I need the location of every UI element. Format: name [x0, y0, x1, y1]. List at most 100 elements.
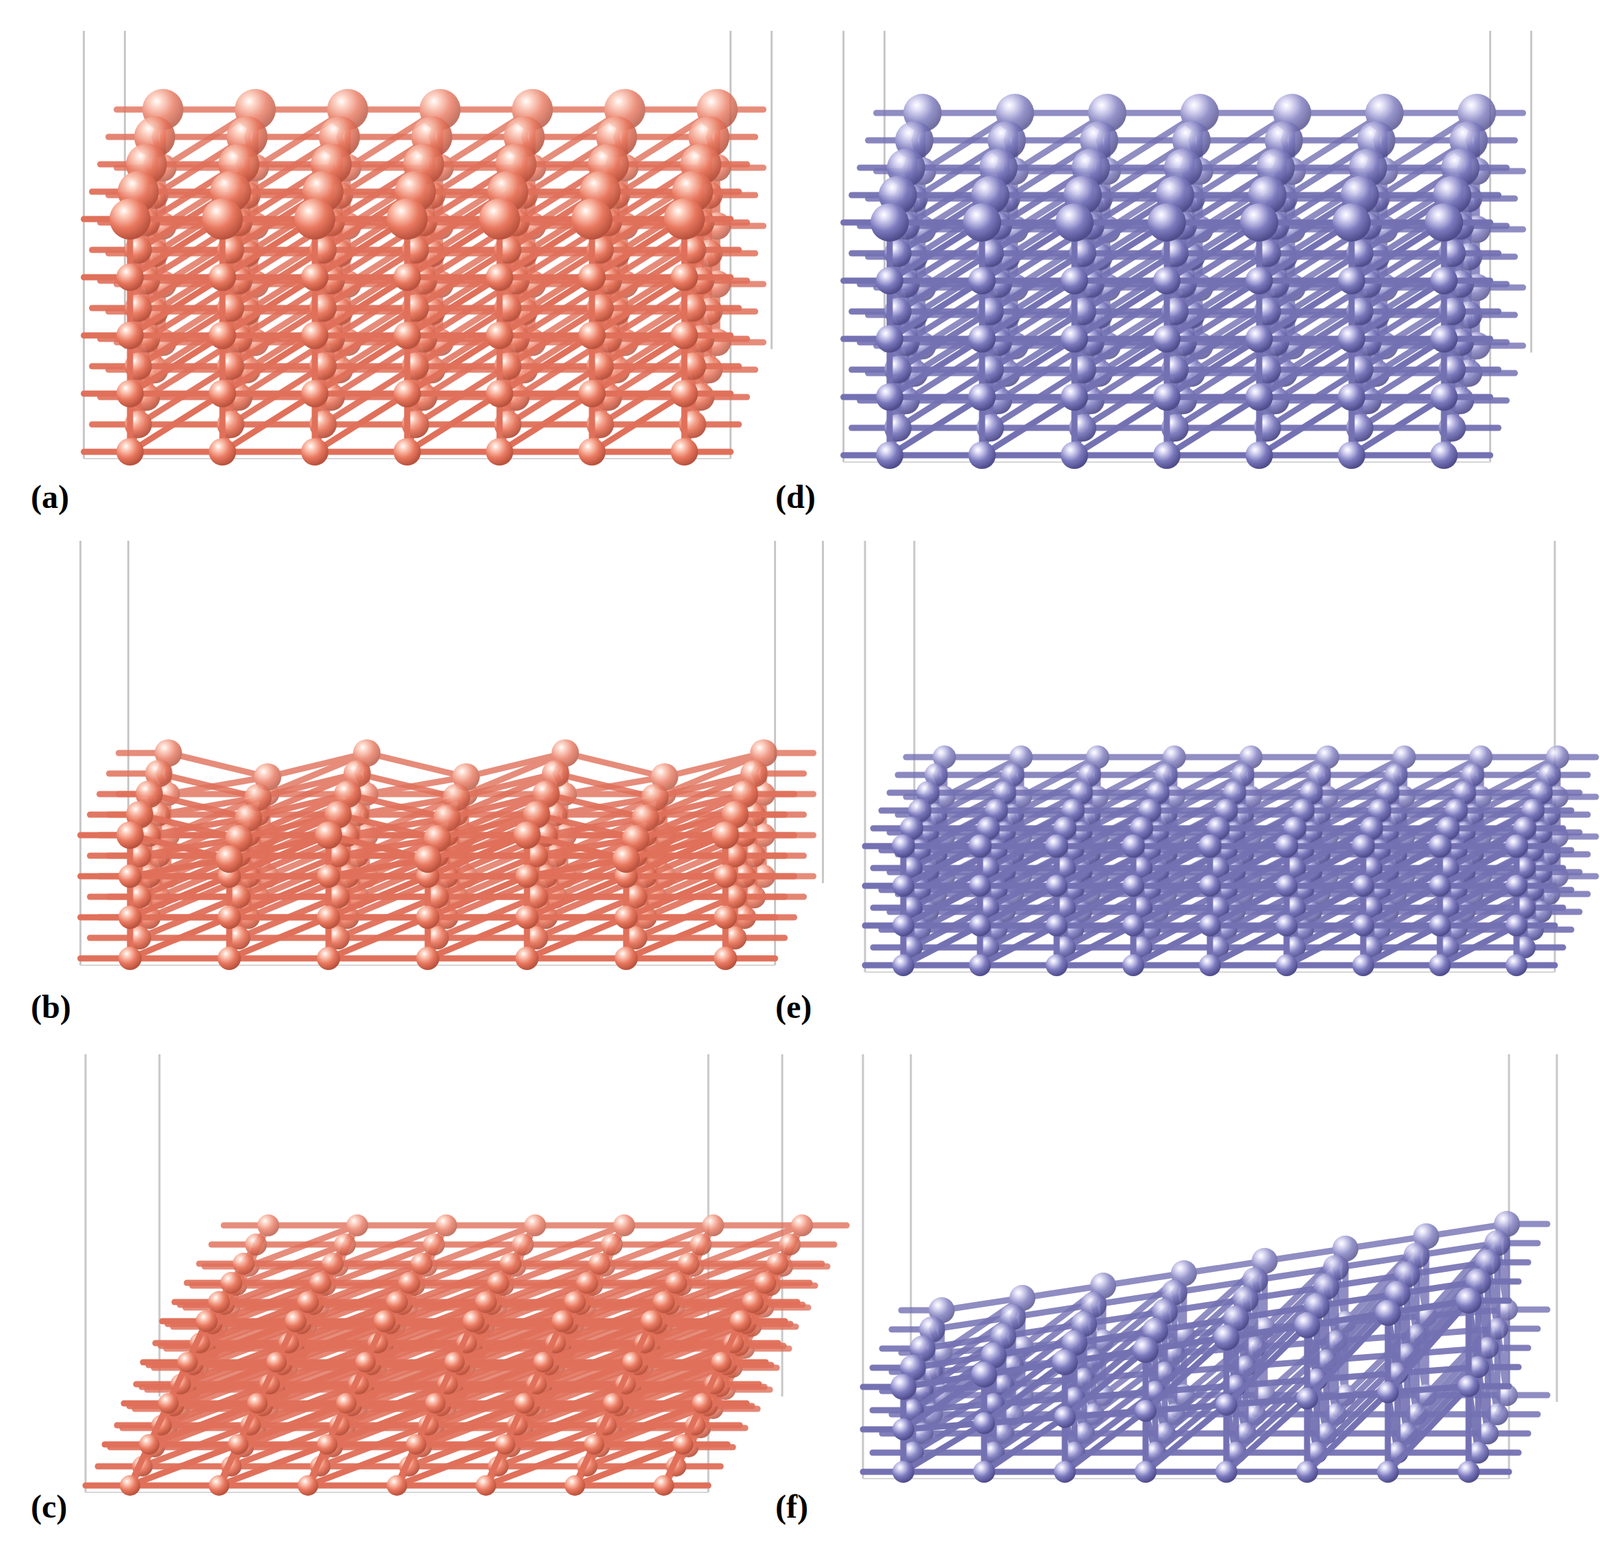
- atom: [578, 379, 606, 408]
- atom: [670, 379, 699, 408]
- atom: [713, 905, 738, 929]
- atom: [116, 821, 144, 849]
- atom: [316, 946, 341, 970]
- atom: [1245, 266, 1273, 295]
- atom: [301, 321, 329, 350]
- atom: [578, 437, 606, 466]
- atom: [1060, 266, 1089, 295]
- atom: [208, 321, 237, 350]
- atom: [614, 905, 638, 929]
- atom: [875, 266, 904, 295]
- atom: [301, 437, 329, 466]
- atom: [670, 321, 699, 350]
- atomic-slab: [80, 540, 824, 970]
- atomic-slab: [843, 30, 1532, 469]
- atom: [713, 946, 738, 970]
- atom: [1337, 383, 1366, 411]
- atom: [571, 198, 613, 240]
- atom: [118, 905, 142, 929]
- atom: [116, 437, 144, 466]
- atom: [208, 379, 237, 408]
- atom: [515, 946, 539, 970]
- atom: [393, 321, 421, 350]
- atom: [875, 383, 904, 411]
- atom: [109, 198, 151, 240]
- atom: [1245, 325, 1273, 353]
- atom: [968, 266, 996, 295]
- atom: [1060, 383, 1089, 411]
- atom: [386, 198, 428, 240]
- bond: [168, 752, 268, 777]
- atom: [393, 379, 421, 408]
- atom: [215, 845, 243, 873]
- atom: [1153, 266, 1181, 295]
- atom: [116, 379, 144, 408]
- atom: [1060, 441, 1089, 469]
- atom: [1430, 383, 1458, 411]
- atom: [314, 821, 343, 849]
- atom: [515, 864, 539, 888]
- atom: [1147, 203, 1186, 242]
- atom: [612, 845, 640, 873]
- atom: [1060, 325, 1089, 353]
- atom: [1245, 383, 1273, 411]
- atom: [208, 437, 237, 466]
- atom: [485, 437, 514, 466]
- atom: [962, 203, 1002, 242]
- bond: [565, 752, 665, 777]
- atomic-slab: [865, 540, 1600, 976]
- atom: [118, 864, 142, 888]
- atom: [1240, 203, 1279, 242]
- atom: [479, 198, 521, 240]
- atom: [578, 321, 606, 350]
- atom: [416, 905, 440, 929]
- atom: [1430, 325, 1458, 353]
- atom: [513, 821, 541, 849]
- atom: [485, 379, 514, 408]
- atomic-slab: [84, 30, 772, 466]
- atom: [1337, 441, 1366, 469]
- atom: [713, 864, 738, 888]
- atom: [393, 437, 421, 466]
- atom: [208, 263, 237, 291]
- atom: [515, 905, 539, 929]
- bond: [366, 752, 467, 777]
- atom: [1337, 325, 1366, 353]
- atom: [201, 198, 243, 240]
- atom: [670, 437, 699, 466]
- atom: [316, 864, 341, 888]
- atom: [1332, 203, 1371, 242]
- atom: [875, 325, 904, 353]
- atom: [614, 946, 638, 970]
- atom: [301, 263, 329, 291]
- atom: [1430, 441, 1458, 469]
- atom: [316, 905, 341, 929]
- atom: [301, 379, 329, 408]
- atom: [670, 263, 699, 291]
- atom: [663, 198, 705, 240]
- atom: [414, 845, 442, 873]
- atom: [968, 383, 996, 411]
- atom: [217, 905, 241, 929]
- atom: [870, 203, 909, 242]
- atom: [1153, 383, 1181, 411]
- atom: [968, 441, 996, 469]
- atom: [118, 946, 142, 970]
- atom: [578, 263, 606, 291]
- atom: [116, 321, 144, 350]
- atom: [485, 263, 514, 291]
- atom: [416, 946, 440, 970]
- atom: [1055, 203, 1094, 242]
- atom: [968, 325, 996, 353]
- atom: [393, 263, 421, 291]
- atom: [116, 263, 144, 291]
- atom: [1153, 441, 1181, 469]
- atom: [1337, 266, 1366, 295]
- atom: [485, 321, 514, 350]
- atom: [875, 441, 904, 469]
- atom: [1430, 266, 1458, 295]
- atom: [217, 946, 241, 970]
- atom: [1153, 325, 1181, 353]
